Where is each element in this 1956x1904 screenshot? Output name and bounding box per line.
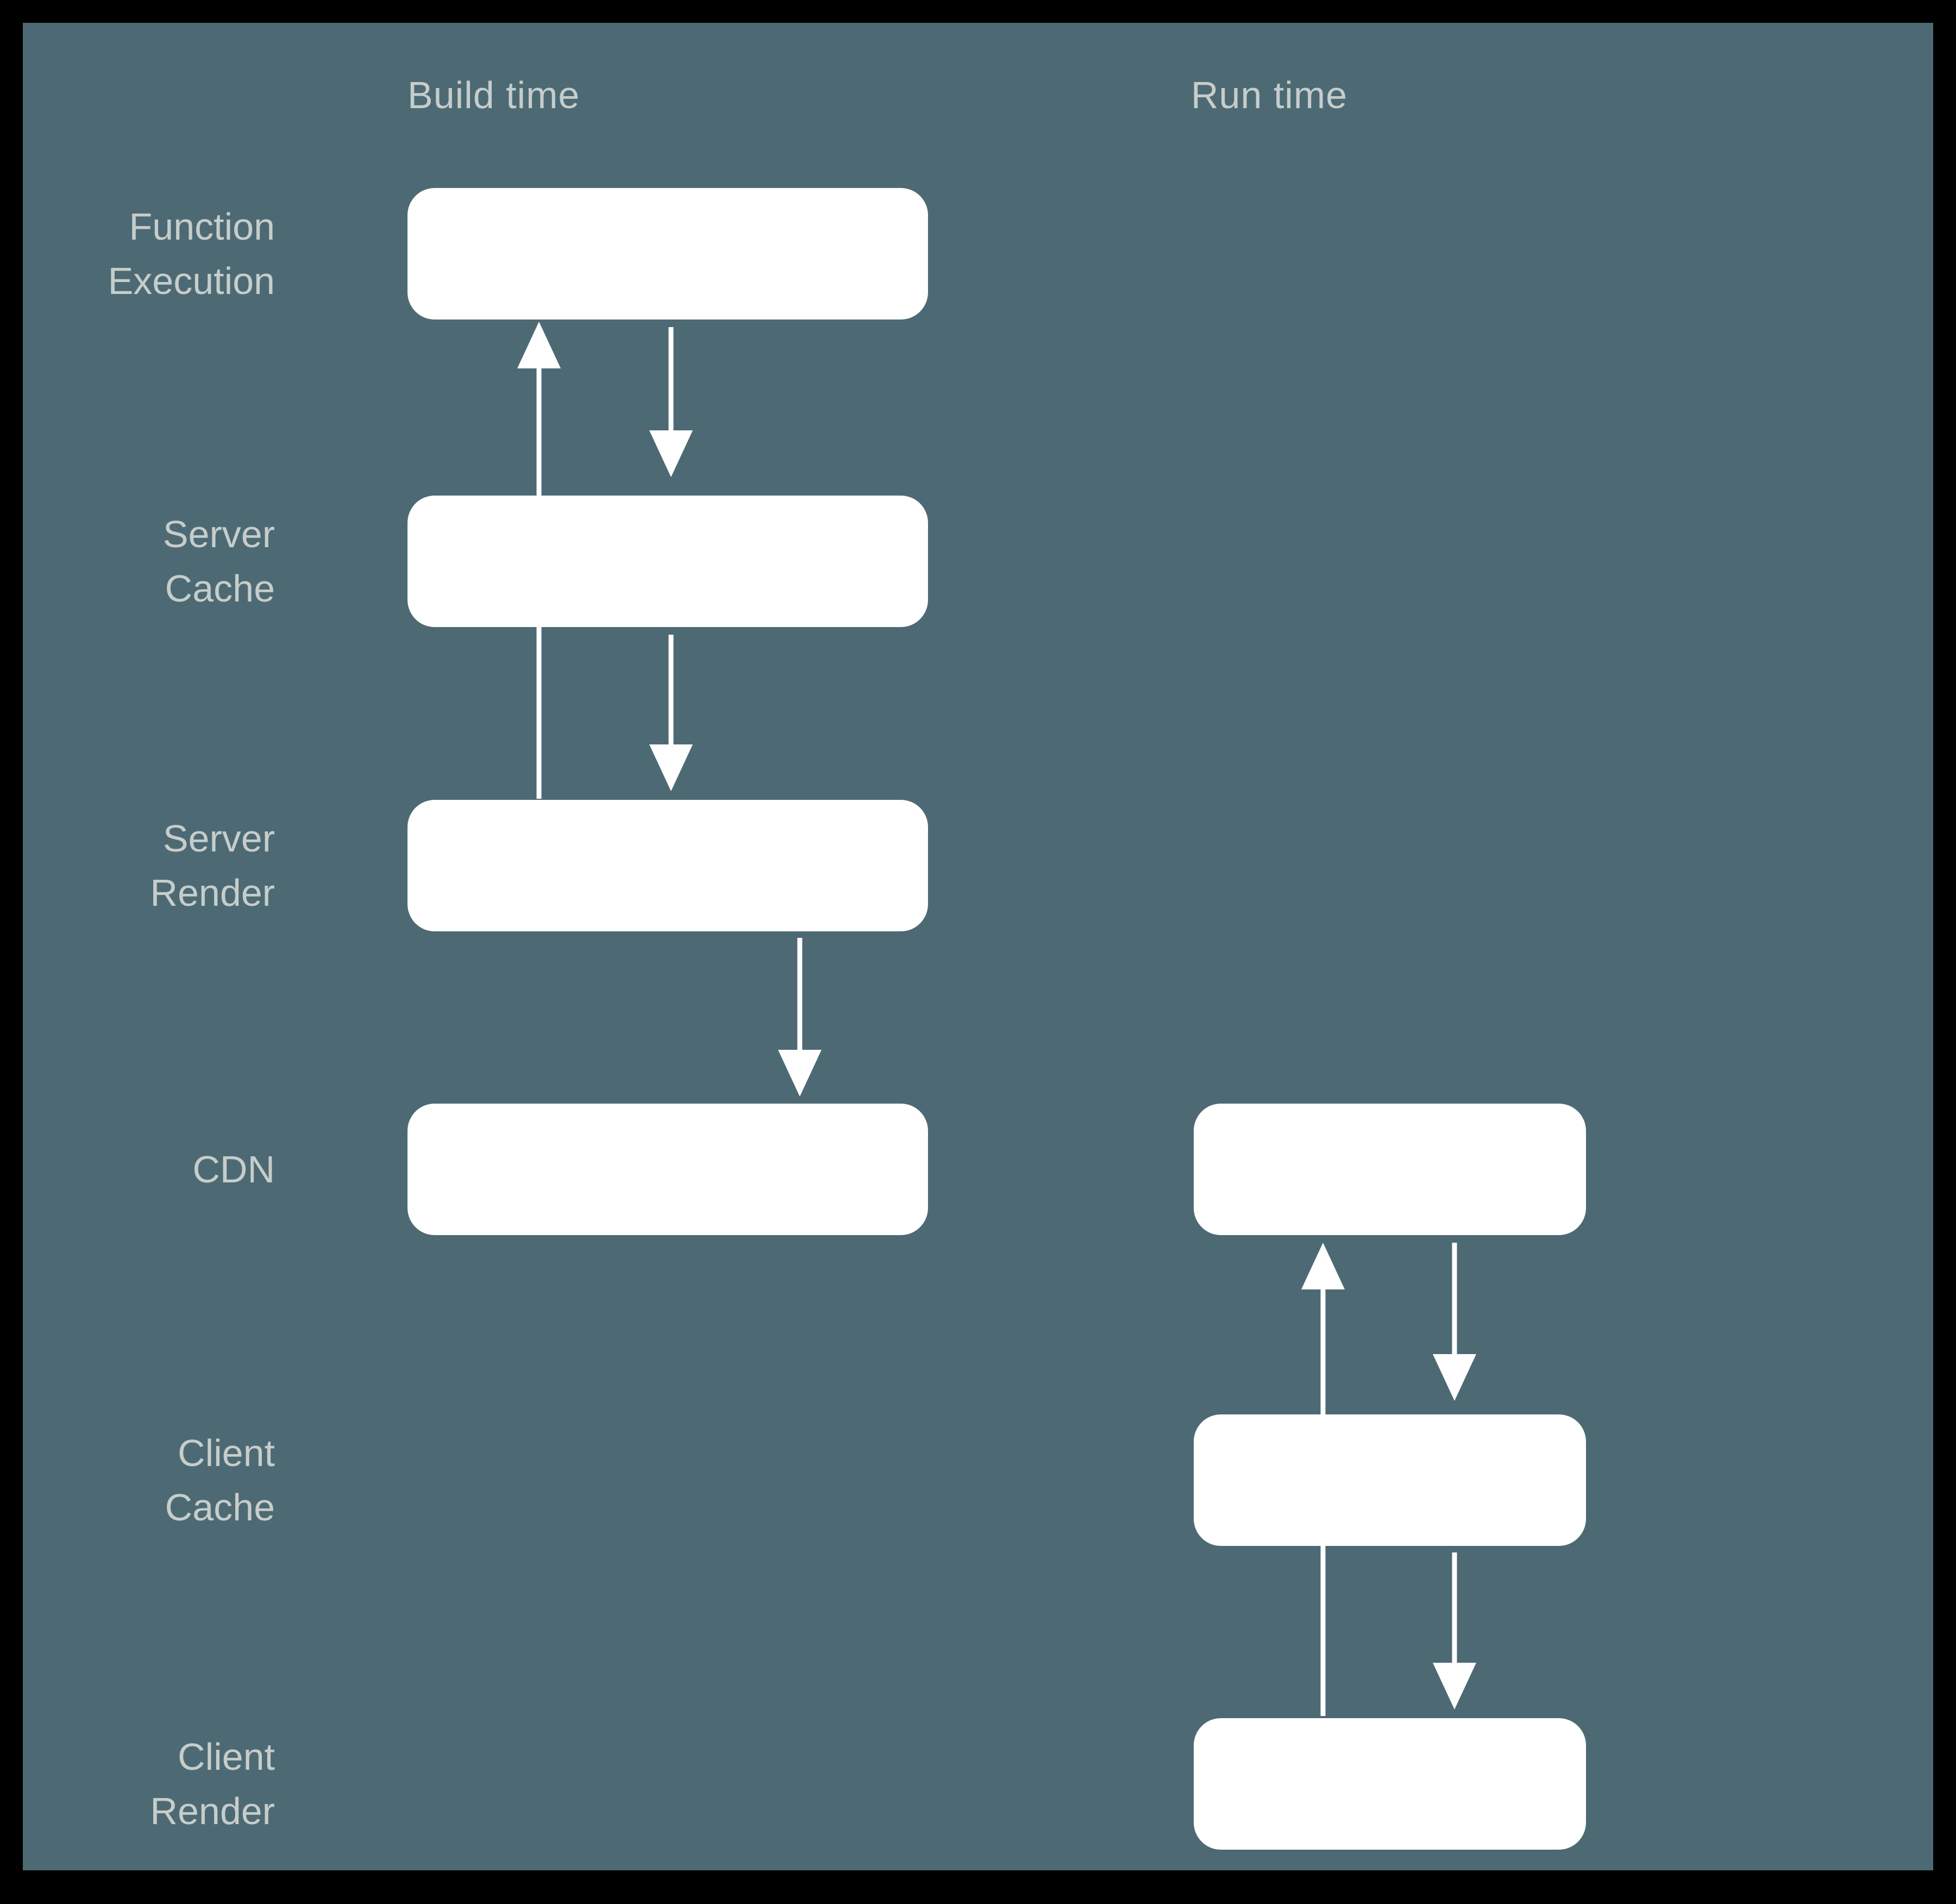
row-label-server-cache: Server Cache (162, 513, 275, 610)
row-label-client-cache: Client Cache (165, 1432, 275, 1529)
row-label-client-render: Client Render (150, 1736, 275, 1832)
box-build-server-render (408, 800, 928, 931)
box-run-client-cache (1194, 1414, 1586, 1546)
box-run-cdn (1194, 1104, 1586, 1235)
box-build-cdn (408, 1104, 928, 1235)
arrow-down-server-cache-to-server-render (649, 635, 693, 791)
row-label-cdn: CDN (192, 1148, 275, 1191)
column-header-run-time: Run time (1191, 74, 1348, 116)
arrow-down-server-render-to-cdn (778, 938, 822, 1097)
column-header-build-time: Build time (408, 74, 580, 116)
row-label-function-execution: Function Execution (108, 205, 275, 302)
arrow-down-cdn-to-client-cache (1433, 1243, 1476, 1401)
diagram-panel (23, 23, 1933, 1870)
arrow-down-client-cache-to-client-render (1433, 1552, 1476, 1709)
row-label-server-render: Server Render (150, 817, 275, 914)
box-build-function-execution (408, 188, 928, 320)
box-run-client-render (1194, 1718, 1586, 1850)
box-build-server-cache (408, 496, 928, 627)
arrow-down-function-execution-to-server-cache (649, 327, 693, 477)
